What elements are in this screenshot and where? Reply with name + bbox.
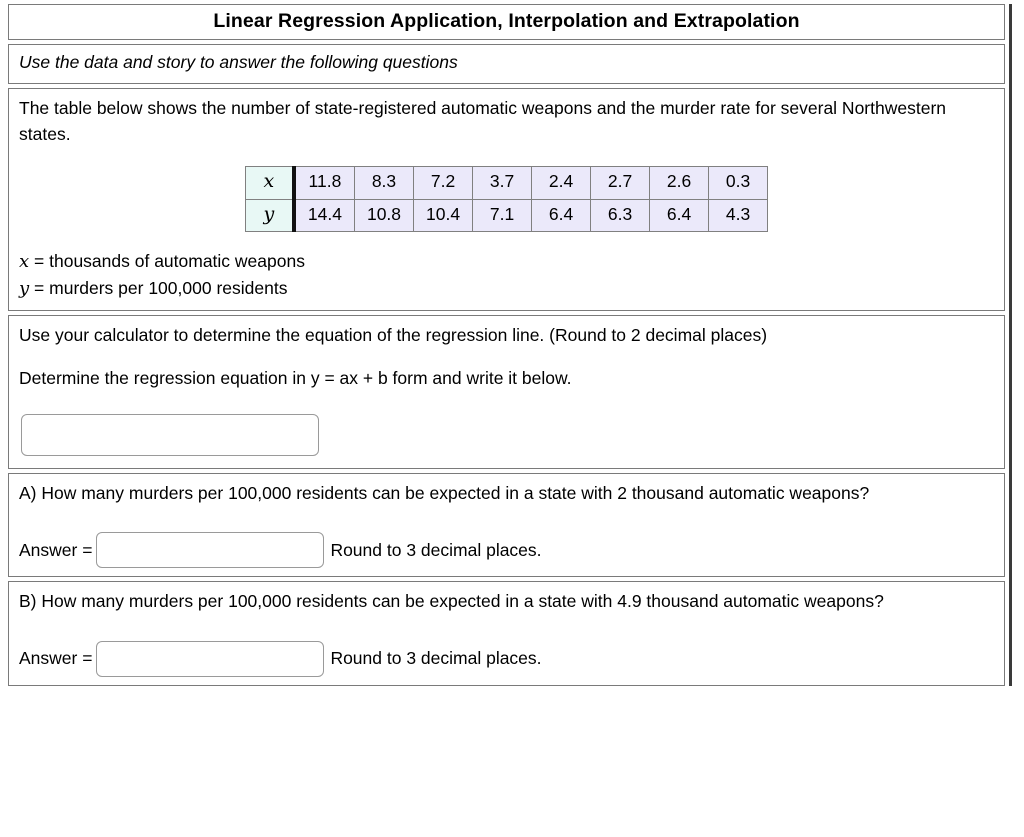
question-b-section: B) How many murders per 100,000 resident… xyxy=(8,581,1005,686)
row-header-y: y xyxy=(244,198,296,233)
y-symbol: y xyxy=(19,278,30,300)
variable-definition-y: y = murders per 100,000 residents xyxy=(19,275,994,302)
cell-y-6: 6.4 xyxy=(649,198,710,233)
cell-y-5: 6.3 xyxy=(590,198,651,233)
question-b-answer-label: Answer = xyxy=(19,648,93,669)
cell-x-6: 2.6 xyxy=(649,165,710,200)
cell-y-4: 6.4 xyxy=(531,198,592,233)
question-b-rounding-note: Round to 3 decimal places. xyxy=(330,648,542,669)
cell-x-0: 11.8 xyxy=(293,165,355,200)
cell-y-7: 4.3 xyxy=(708,198,769,233)
cell-x-2: 7.2 xyxy=(413,165,474,200)
worksheet-title-section: Linear Regression Application, Interpola… xyxy=(8,4,1005,40)
page-title: Linear Regression Application, Interpola… xyxy=(213,10,800,32)
question-a-answer-input[interactable] xyxy=(96,532,325,569)
cell-y-3: 7.1 xyxy=(472,198,533,233)
question-a-prompt: A) How many murders per 100,000 resident… xyxy=(19,482,870,503)
worksheet-page: Linear Regression Application, Interpola… xyxy=(8,4,1012,686)
y-definition-text: = murders per 100,000 residents xyxy=(34,278,288,299)
data-table: x 11.8 8.3 7.2 3.7 2.4 2.7 2.6 0.3 y xyxy=(244,165,769,233)
worksheet-instruction-section: Use the data and story to answer the fol… xyxy=(8,44,1005,84)
cell-x-7: 0.3 xyxy=(708,165,769,200)
regression-equation-input[interactable] xyxy=(21,413,319,456)
question-b-answer-input[interactable] xyxy=(96,640,325,677)
instruction-text: Use the data and story to answer the fol… xyxy=(19,52,458,72)
row-header-x: x xyxy=(244,165,296,200)
cell-x-5: 2.7 xyxy=(590,165,651,200)
variable-definition-x: x = thousands of automatic weapons xyxy=(19,248,994,275)
question-b-prompt: B) How many murders per 100,000 resident… xyxy=(19,591,884,612)
cell-x-4: 2.4 xyxy=(531,165,592,200)
regression-equation-section: Use your calculator to determine the equ… xyxy=(8,315,1005,469)
question-b-answer-row: Answer = Round to 3 decimal places. xyxy=(19,640,994,677)
question-a-rounding-note: Round to 3 decimal places. xyxy=(330,539,542,560)
question-a-section: A) How many murders per 100,000 resident… xyxy=(8,472,1005,578)
data-story-section: The table below shows the number of stat… xyxy=(8,87,1005,312)
question-a-answer-row: Answer = Round to 3 decimal places. xyxy=(19,532,994,569)
cell-y-2: 10.4 xyxy=(413,198,474,233)
worksheet-frame: Linear Regression Application, Interpola… xyxy=(8,4,1012,686)
cell-y-1: 10.8 xyxy=(353,198,415,233)
table-row: y 14.4 10.8 10.4 7.1 6.4 6.3 6.4 4.3 xyxy=(244,198,769,233)
cell-x-3: 3.7 xyxy=(472,165,533,200)
regression-instruction-line1: Use your calculator to determine the equ… xyxy=(19,325,768,346)
data-table-wrapper: x 11.8 8.3 7.2 3.7 2.4 2.7 2.6 0.3 y xyxy=(19,165,994,233)
intro-paragraph: The table below shows the number of stat… xyxy=(19,97,947,145)
x-definition-text: = thousands of automatic weapons xyxy=(34,251,305,272)
regression-instruction-line2: Determine the regression equation in y =… xyxy=(19,367,572,388)
variable-definitions: x = thousands of automatic weapons y = m… xyxy=(19,248,994,302)
x-symbol: x xyxy=(19,251,30,273)
table-row: x 11.8 8.3 7.2 3.7 2.4 2.7 2.6 0.3 xyxy=(244,165,769,200)
question-a-answer-label: Answer = xyxy=(19,539,93,560)
cell-y-0: 14.4 xyxy=(293,198,355,233)
spacer xyxy=(19,349,994,365)
cell-x-1: 8.3 xyxy=(353,165,415,200)
